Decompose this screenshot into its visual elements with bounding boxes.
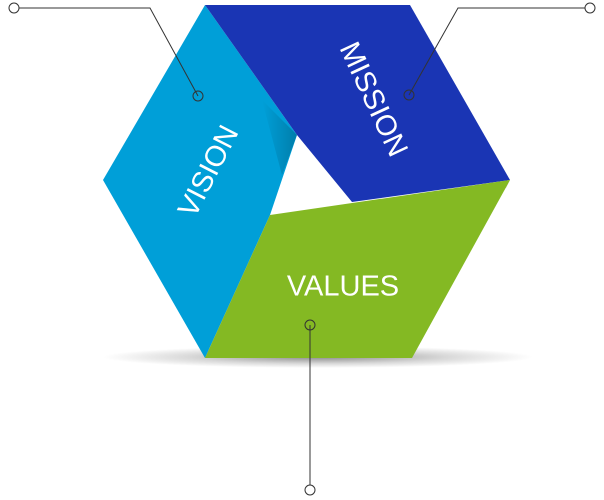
vision-segment: [103, 5, 297, 358]
vision-connector-line: [14, 7, 199, 97]
values-connector-end-dot: [304, 484, 316, 496]
vision-connector-end-dot: [8, 2, 20, 14]
mission-connector-end-dot: [584, 2, 596, 14]
mission-connector-anchor-dot: [403, 89, 415, 101]
values-segment: [205, 180, 510, 358]
mission-segment: [205, 5, 510, 202]
vision-connector-anchor-dot: [192, 90, 204, 102]
values-connector-anchor-dot: [304, 319, 316, 331]
vision-segment-fold: [262, 100, 297, 175]
mission-connector-line: [408, 7, 590, 96]
values-label: VALUES: [287, 271, 399, 303]
